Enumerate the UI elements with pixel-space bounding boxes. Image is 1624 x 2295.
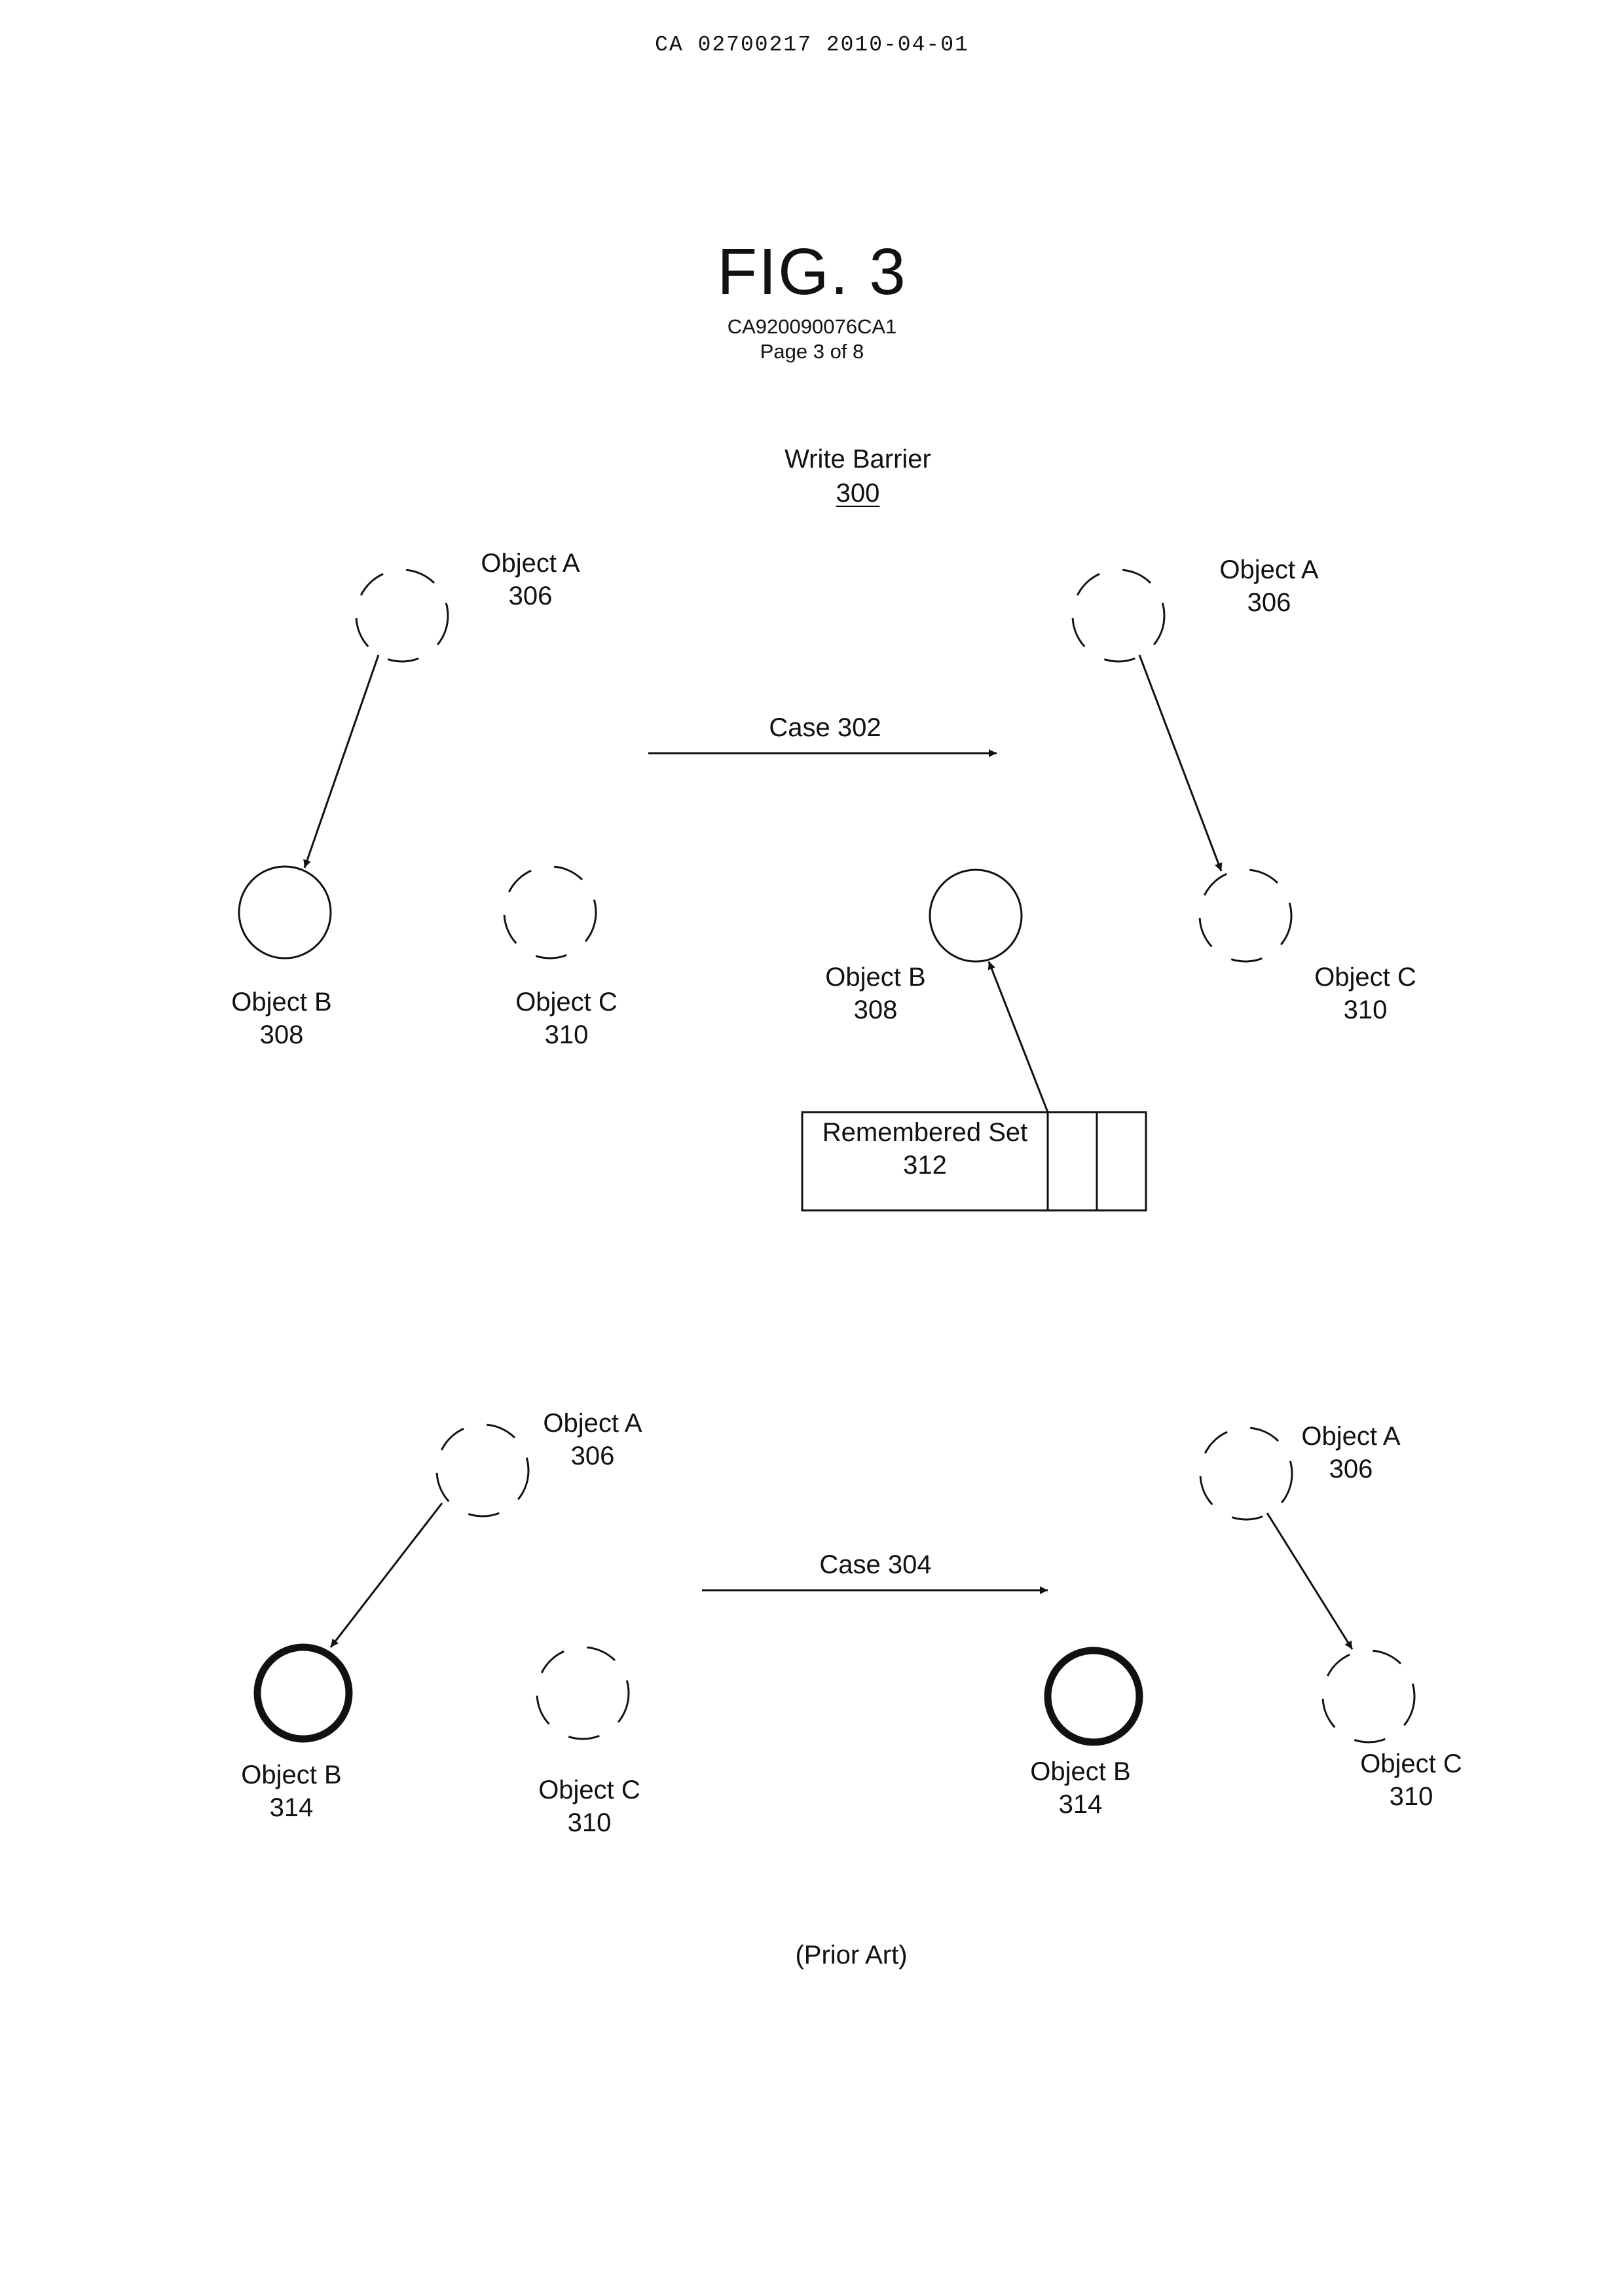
object-c-before-304-node — [537, 1647, 629, 1739]
object-b-before-304-ref: 314 — [226, 1791, 357, 1824]
case-304-label: Case 304 — [810, 1548, 941, 1581]
remembered-set-name: Remembered Set — [802, 1116, 1048, 1149]
reference-arrow-a-to-b-302 — [304, 655, 378, 868]
object-c-after-302-ref: 310 — [1300, 994, 1431, 1026]
object-a-after-304-ref: 306 — [1285, 1453, 1416, 1485]
object-b-after-302-ref: 308 — [810, 994, 941, 1026]
object-a-before-302-node — [356, 570, 448, 662]
object-b-after-302-node — [930, 870, 1022, 961]
prior-art-caption: (Prior Art) — [720, 1939, 982, 1971]
object-a-after-304-name: Object A — [1285, 1420, 1416, 1453]
object-a-after-302-ref: 306 — [1204, 586, 1335, 619]
reference-arrow-a-to-b-304 — [331, 1503, 442, 1647]
object-b-before-304-name: Object B — [226, 1759, 357, 1791]
object-c-before-302-ref: 310 — [501, 1018, 632, 1051]
object-a-before-304-node — [437, 1425, 528, 1516]
object-c-after-304-name: Object C — [1346, 1747, 1477, 1780]
object-a-before-304-ref: 306 — [527, 1440, 658, 1472]
object-b-before-302-ref: 308 — [216, 1018, 347, 1051]
object-b-after-304-name: Object B — [1015, 1755, 1146, 1788]
object-a-before-302-name: Object A — [465, 547, 596, 580]
object-a-after-304-node — [1200, 1428, 1292, 1520]
object-c-before-304-ref: 310 — [524, 1806, 655, 1839]
case-302-label: Case 302 — [760, 711, 891, 744]
object-b-after-304-ref: 314 — [1015, 1788, 1146, 1821]
object-b-after-304-node — [1048, 1651, 1139, 1742]
object-c-before-304-name: Object C — [524, 1774, 655, 1806]
object-c-before-302-node — [504, 867, 596, 958]
object-b-before-304-node — [257, 1647, 349, 1739]
object-b-before-302-node — [239, 867, 331, 958]
reference-arrow-a-to-c-302 — [1139, 655, 1221, 871]
object-c-after-302-node — [1200, 870, 1291, 961]
remembered-set-ref: 312 — [802, 1149, 1048, 1182]
object-c-after-304-node — [1323, 1651, 1414, 1742]
object-c-after-302-name: Object C — [1300, 961, 1431, 994]
reference-arrow-a-to-c-304 — [1267, 1513, 1352, 1649]
object-a-after-302-node — [1073, 570, 1164, 662]
object-a-after-302-name: Object A — [1204, 553, 1335, 586]
object-a-before-302-ref: 306 — [465, 580, 596, 612]
remembered-set-to-object-b-arrow — [989, 961, 1048, 1112]
object-c-before-302-name: Object C — [501, 986, 632, 1018]
object-c-after-304-ref: 310 — [1346, 1780, 1477, 1813]
object-b-after-302-name: Object B — [810, 961, 941, 994]
object-b-before-302-name: Object B — [216, 986, 347, 1018]
object-a-before-304-name: Object A — [527, 1407, 658, 1440]
